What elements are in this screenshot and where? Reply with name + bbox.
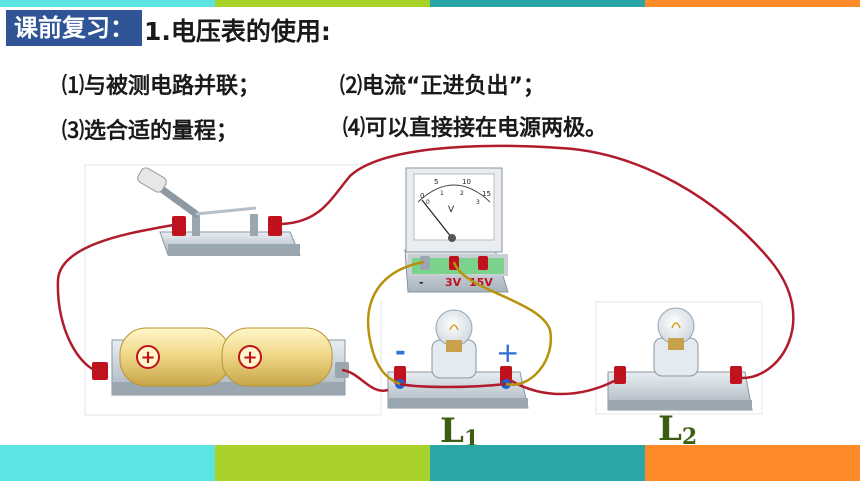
svg-text:5: 5 [434, 178, 438, 186]
top-bar-segment [645, 0, 860, 7]
rule-current-direction: ⑵电流“正进负出”； [340, 74, 545, 99]
svg-text:3: 3 [476, 199, 480, 206]
svg-text:0: 0 [426, 199, 430, 206]
svg-text:15V: 15V [469, 276, 493, 289]
svg-text:10: 10 [462, 178, 471, 186]
voltmeter-terminal-15v [478, 256, 488, 270]
svg-text:2: 2 [460, 190, 464, 197]
top-bar-segment [0, 0, 215, 7]
top-bar-segment [215, 0, 430, 7]
review-badge: 课前复习： [6, 10, 142, 46]
knife-switch [137, 167, 301, 256]
bottom-bar-segment [0, 445, 215, 481]
svg-text:3V: 3V [445, 276, 462, 289]
battery-pack: + + [92, 327, 349, 396]
bulb-l1: - + [387, 309, 529, 409]
bulb-l2 [607, 307, 753, 411]
voltmeter: 0 5 10 15 0 1 2 3 V - 3V 15V [404, 167, 509, 293]
svg-text:1: 1 [440, 190, 444, 197]
bottom-bar-segment [430, 445, 645, 481]
voltmeter-wires [366, 260, 553, 386]
negative-sign: - [395, 337, 406, 367]
svg-text:0: 0 [420, 192, 424, 200]
voltmeter-terminal-minus [420, 256, 430, 270]
rule-parallel: ⑴与被测电路并联； [62, 74, 261, 99]
top-color-bar [0, 0, 860, 7]
positive-sign: + [496, 336, 519, 369]
slide-title: 1.电压表的使用: [144, 17, 331, 46]
voltmeter-needle [421, 199, 453, 239]
svg-text:15: 15 [482, 190, 491, 198]
svg-text:-: - [419, 276, 424, 289]
rule-direct-connect: ⑷可以直接接在电源两极。 [343, 116, 608, 141]
rule-range: ⑶选合适的量程； [62, 119, 239, 144]
circuit-wires [56, 144, 795, 396]
bottom-bar-segment [215, 445, 430, 481]
top-bar-segment [430, 0, 645, 7]
bottom-bar-segment [645, 445, 860, 481]
label-l2: L2 [658, 409, 697, 450]
svg-text:V: V [448, 205, 455, 215]
bottom-color-bar [0, 445, 860, 481]
svg-text:+: + [140, 347, 155, 368]
svg-text:+: + [242, 347, 257, 368]
